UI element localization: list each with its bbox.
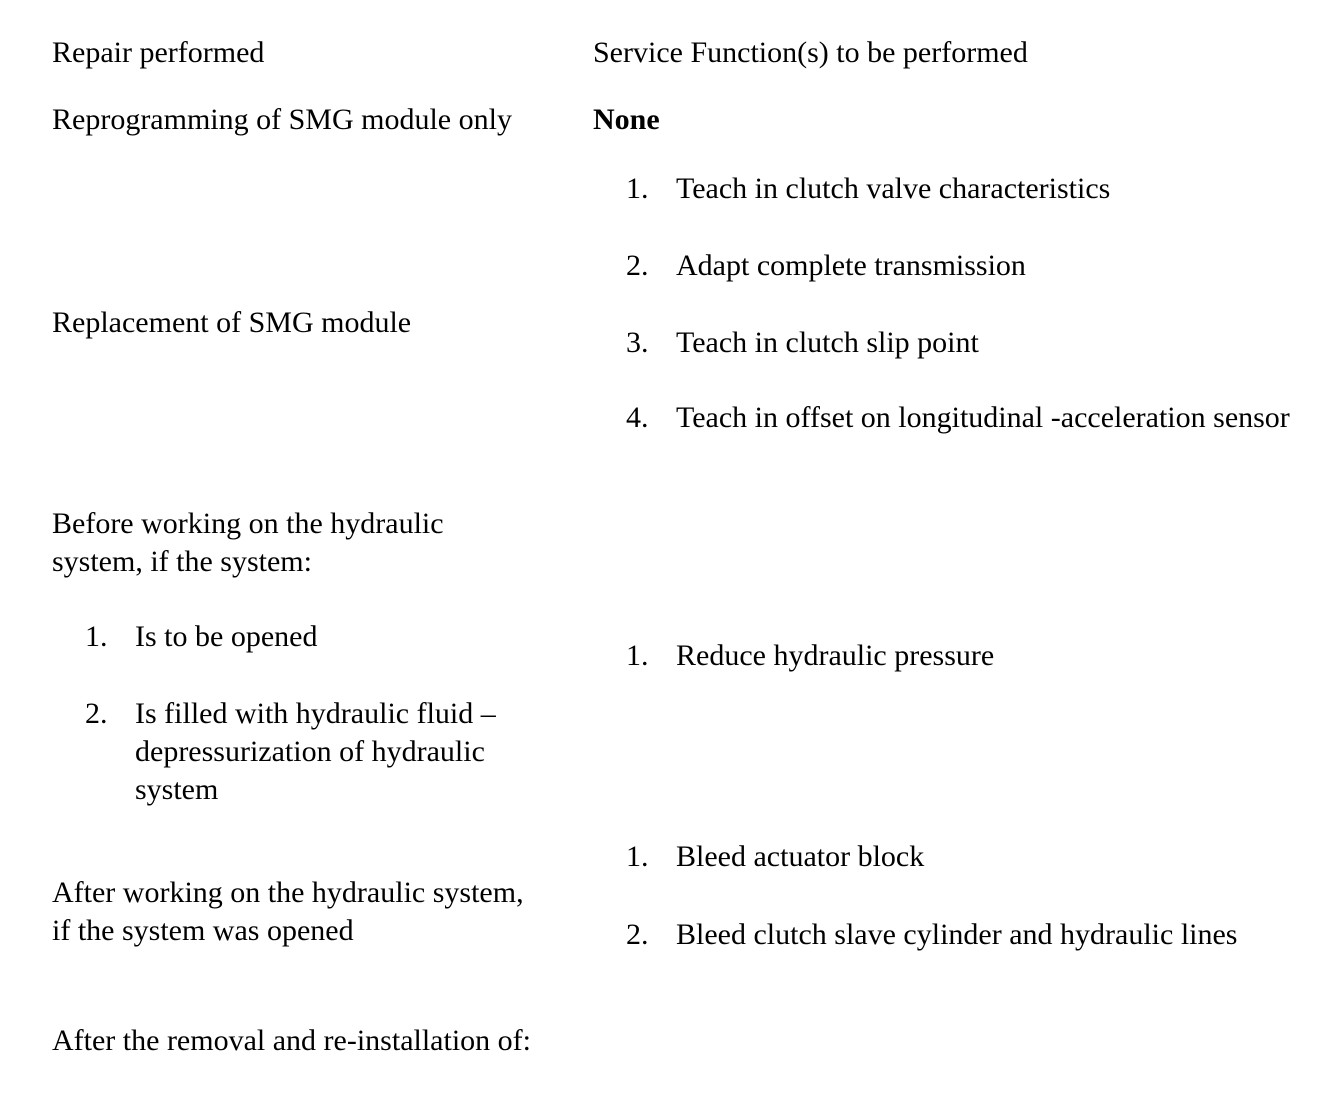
list-item: 2. Adapt complete transmission: [626, 247, 1316, 285]
list-item-text: Bleed clutch slave cylinder and hydrauli…: [676, 918, 1238, 951]
list-item: 1. Bleed actuator block: [626, 838, 1316, 876]
list-marker: 1.: [626, 639, 649, 672]
repair-before-working-hydraulic: Before working on the hydraulic system, …: [52, 507, 452, 578]
list-item-text: Adapt complete transmission: [676, 249, 1026, 282]
list-item-text: Teach in clutch valve characteristics: [676, 172, 1111, 205]
list-item-text: Teach in offset on longitudinal -acceler…: [676, 401, 1290, 434]
column-header-repair-performed: Repair performed: [52, 36, 265, 69]
list-item-text: Teach in clutch slip point: [676, 326, 979, 359]
list-marker: 1.: [626, 172, 649, 205]
list-marker: 1.: [85, 620, 108, 653]
list-marker: 2.: [626, 249, 649, 282]
list-item-text: Reduce hydraulic pressure: [676, 639, 995, 672]
list-marker: 4.: [626, 401, 649, 434]
list-item: 2. Bleed clutch slave cylinder and hydra…: [626, 916, 1316, 954]
repair-reprogramming-smg-module: Reprogramming of SMG module only: [52, 103, 512, 136]
list-item: 1. Reduce hydraulic pressure: [626, 637, 1316, 675]
list-item-text: Is to be opened: [135, 620, 318, 653]
repair-after-removal-reinstallation: After the removal and re-installation of…: [52, 1024, 531, 1057]
repair-after-working-hydraulic: After working on the hydraulic system, i…: [52, 876, 532, 947]
list-item: 2. Is filled with hydraulic fluid – depr…: [85, 695, 555, 809]
column-header-service-functions: Service Function(s) to be performed: [593, 36, 1028, 69]
list-item-text: Is filled with hydraulic fluid – depress…: [135, 697, 496, 806]
service-none: None: [593, 103, 660, 136]
repair-replacement-smg-module: Replacement of SMG module: [52, 306, 412, 339]
list-marker: 1.: [626, 840, 649, 873]
list-item: 1. Teach in clutch valve characteristics: [626, 170, 1316, 208]
list-item: 4. Teach in offset on longitudinal -acce…: [626, 399, 1316, 437]
list-marker: 3.: [626, 326, 649, 359]
list-marker: 2.: [85, 697, 108, 730]
list-item: 3. Teach in clutch slip point: [626, 324, 1316, 362]
list-marker: 2.: [626, 918, 649, 951]
list-item: 1. Is to be opened: [85, 618, 555, 656]
list-item-text: Bleed actuator block: [676, 840, 925, 873]
